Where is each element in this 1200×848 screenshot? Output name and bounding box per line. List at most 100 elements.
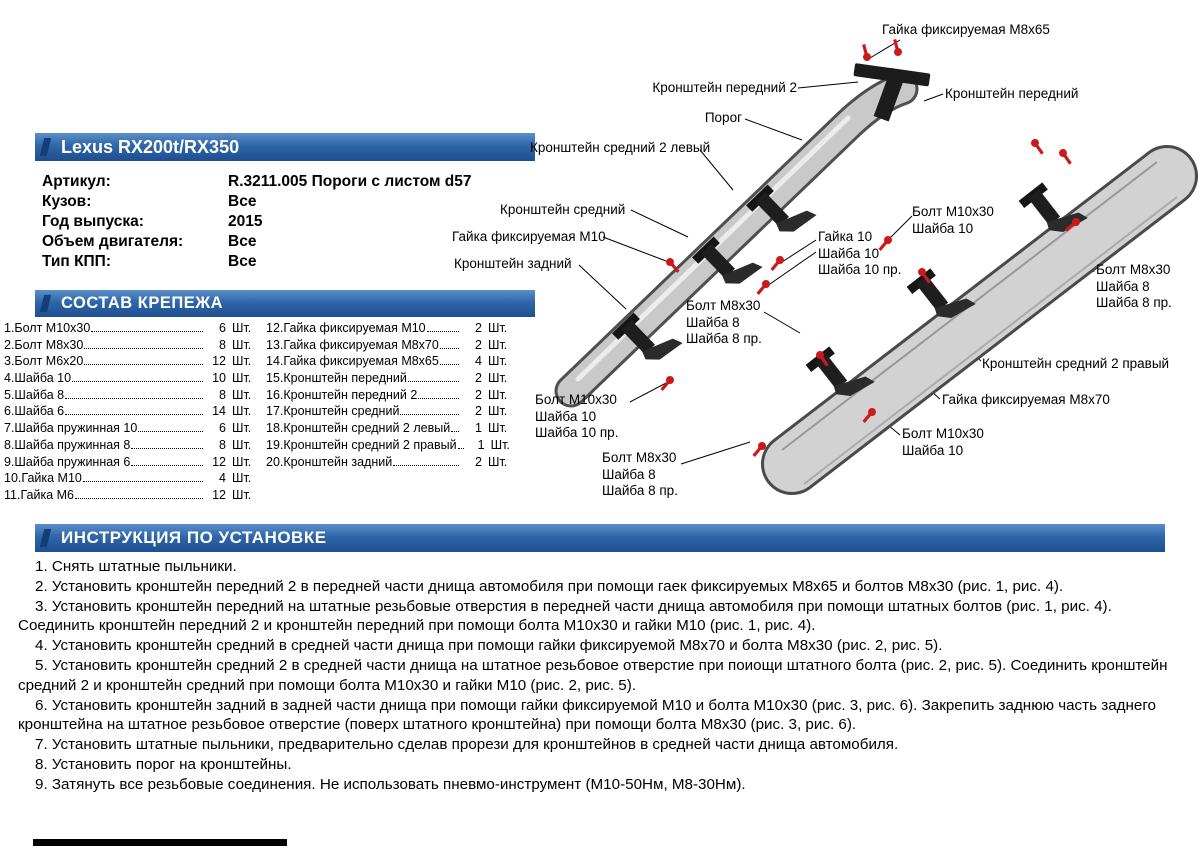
part-qty: 4 bbox=[219, 471, 226, 486]
dot-leader bbox=[131, 447, 203, 449]
part-unit: Шт. bbox=[232, 404, 252, 419]
spec-label: Кузов: bbox=[42, 193, 92, 210]
part-unit: Шт. bbox=[232, 487, 252, 502]
callout-front-bracket-2: Кронштейн передний 2 bbox=[652, 80, 797, 95]
part-unit: Шт. bbox=[232, 354, 252, 369]
part-unit: Шт. bbox=[488, 354, 508, 369]
part-qty: 2 bbox=[475, 454, 482, 469]
red-bolt-icon bbox=[754, 278, 772, 297]
part-name: 18.Кронштейн средний 2 левый bbox=[266, 421, 451, 436]
dot-leader bbox=[407, 381, 459, 383]
callout-middle-bracket: Кронштейн средний bbox=[500, 202, 626, 217]
part-name: 13.Гайка фиксируемая М8х70 bbox=[266, 337, 439, 352]
instructions-list: 1. Снять штатные пыльники. 2. Установить… bbox=[18, 557, 1184, 795]
part-name: 3.Болт М6х20 bbox=[4, 354, 84, 369]
part-name: 9.Шайба пружинная 6 bbox=[4, 454, 131, 469]
spec-label: Объем двигателя: bbox=[42, 233, 184, 250]
part-name: 10.Гайка М10 bbox=[4, 471, 82, 486]
dot-leader bbox=[400, 414, 459, 416]
part-name: 6.Шайба 6 bbox=[4, 404, 65, 419]
instruction-step: 4. Установить кронштейн средний в средне… bbox=[35, 637, 943, 655]
red-bolt-icon bbox=[859, 43, 872, 62]
part-name: 4.Шайба 10 bbox=[4, 371, 72, 386]
part-unit: Шт. bbox=[488, 404, 508, 419]
product-title-banner: Lexus RX200t/RX350 bbox=[35, 133, 535, 161]
callout-lock-nut-m8x70: Гайка фиксируемая М8х70 bbox=[942, 392, 1110, 407]
part-name: 7.Шайба пружинная 10 bbox=[4, 421, 138, 436]
spec-table: Артикул: R.3211.005 Пороги с листом d57 … bbox=[42, 172, 532, 272]
part-name: 19.Кронштейн средний 2 правый bbox=[266, 437, 457, 452]
part-qty: 8 bbox=[219, 337, 226, 352]
hardware-title-banner: СОСТАВ КРЕПЕЖА bbox=[35, 290, 535, 317]
part-qty: 12 bbox=[212, 487, 226, 502]
part-qty: 2 bbox=[475, 404, 482, 419]
instruction-step: 2. Установить кронштейн передний 2 в пер… bbox=[35, 577, 1064, 595]
part-qty: 6 bbox=[219, 421, 226, 436]
part-qty: 8 bbox=[219, 387, 226, 402]
dot-leader bbox=[439, 347, 459, 349]
spec-value: R.3211.005 Пороги с листом d57 bbox=[228, 173, 472, 190]
spec-row-year: Год выпуска: 2015 bbox=[42, 212, 532, 232]
part-qty: 12 bbox=[212, 354, 226, 369]
callout-bolt-m10x30-washer10: Болт М10х30 Шайба 10 bbox=[912, 204, 994, 236]
dot-leader bbox=[131, 464, 203, 466]
part-name: 1.Болт М10х30 bbox=[4, 321, 91, 335]
part-qty: 4 bbox=[475, 354, 482, 369]
parts-list-item: 13.Гайка фиксируемая М8х70 2 Шт. bbox=[266, 338, 514, 355]
callout-front-bracket: Кронштейн передний bbox=[945, 86, 1079, 101]
part-qty: 2 bbox=[475, 337, 482, 352]
part-unit: Шт. bbox=[232, 471, 252, 486]
dot-leader bbox=[65, 414, 203, 416]
part-unit: Шт. bbox=[232, 321, 252, 335]
dot-leader bbox=[418, 397, 459, 399]
part-unit: Шт. bbox=[488, 337, 508, 352]
part-name: 16.Кронштейн передний 2 bbox=[266, 387, 418, 402]
instruction-step: 7. Установить штатные пыльники, предвари… bbox=[35, 736, 899, 754]
dot-leader bbox=[393, 464, 459, 466]
spec-label: Тип КПП: bbox=[42, 253, 111, 270]
instruction-step: 9. Затянуть все резьбовые соединения. Не… bbox=[35, 775, 746, 793]
spec-value: Все bbox=[228, 233, 257, 250]
spec-value: Все bbox=[228, 253, 257, 270]
instruction-step: 6. Установить кронштейн задний в задней … bbox=[18, 696, 1156, 734]
part-qty: 1 bbox=[475, 421, 482, 436]
callout-middle-bracket-2-right: Кронштейн средний 2 правый bbox=[982, 356, 1170, 371]
callout-bolt-m8x30-group-right: Болт М8х30 Шайба 8 Шайба 8 пр. bbox=[1096, 262, 1172, 310]
callout-step-bar: Порог bbox=[704, 110, 742, 125]
callout-bolt-m10x30-group-left: Болт М10х30 Шайба 10 Шайба 10 пр. bbox=[535, 392, 619, 440]
callout-nut10-washer-group: Гайка 10 Шайба 10 Шайба 10 пр. bbox=[818, 229, 902, 277]
part-name: 5.Шайба 8 bbox=[4, 387, 65, 402]
step-board-right bbox=[761, 145, 1198, 495]
dot-leader bbox=[138, 431, 203, 433]
red-bolt-icon bbox=[1057, 147, 1074, 166]
part-name: 12.Гайка фиксируемая М10 bbox=[266, 321, 426, 335]
part-qty: 10 bbox=[212, 371, 226, 386]
red-bolt-icon bbox=[658, 374, 676, 393]
dot-leader bbox=[84, 347, 203, 349]
part-unit: Шт. bbox=[232, 454, 252, 469]
part-name: 20.Кронштейн задний bbox=[266, 454, 393, 469]
instruction-step: 1. Снять штатные пыльники. bbox=[35, 558, 237, 575]
part-unit: Шт. bbox=[232, 437, 252, 452]
instruction-step: 3. Установить кронштейн передний на штат… bbox=[18, 597, 1112, 635]
callout-bolt-m10x30-washer10-bottom: Болт М10х30 Шайба 10 bbox=[902, 426, 984, 458]
dot-leader bbox=[65, 397, 203, 399]
part-qty: 2 bbox=[475, 371, 482, 386]
spec-value: 2015 bbox=[228, 213, 263, 230]
spec-row-body: Кузов: Все bbox=[42, 192, 532, 212]
part-qty: 14 bbox=[212, 404, 226, 419]
spec-label: Артикул: bbox=[42, 173, 111, 190]
dot-leader bbox=[84, 364, 203, 366]
